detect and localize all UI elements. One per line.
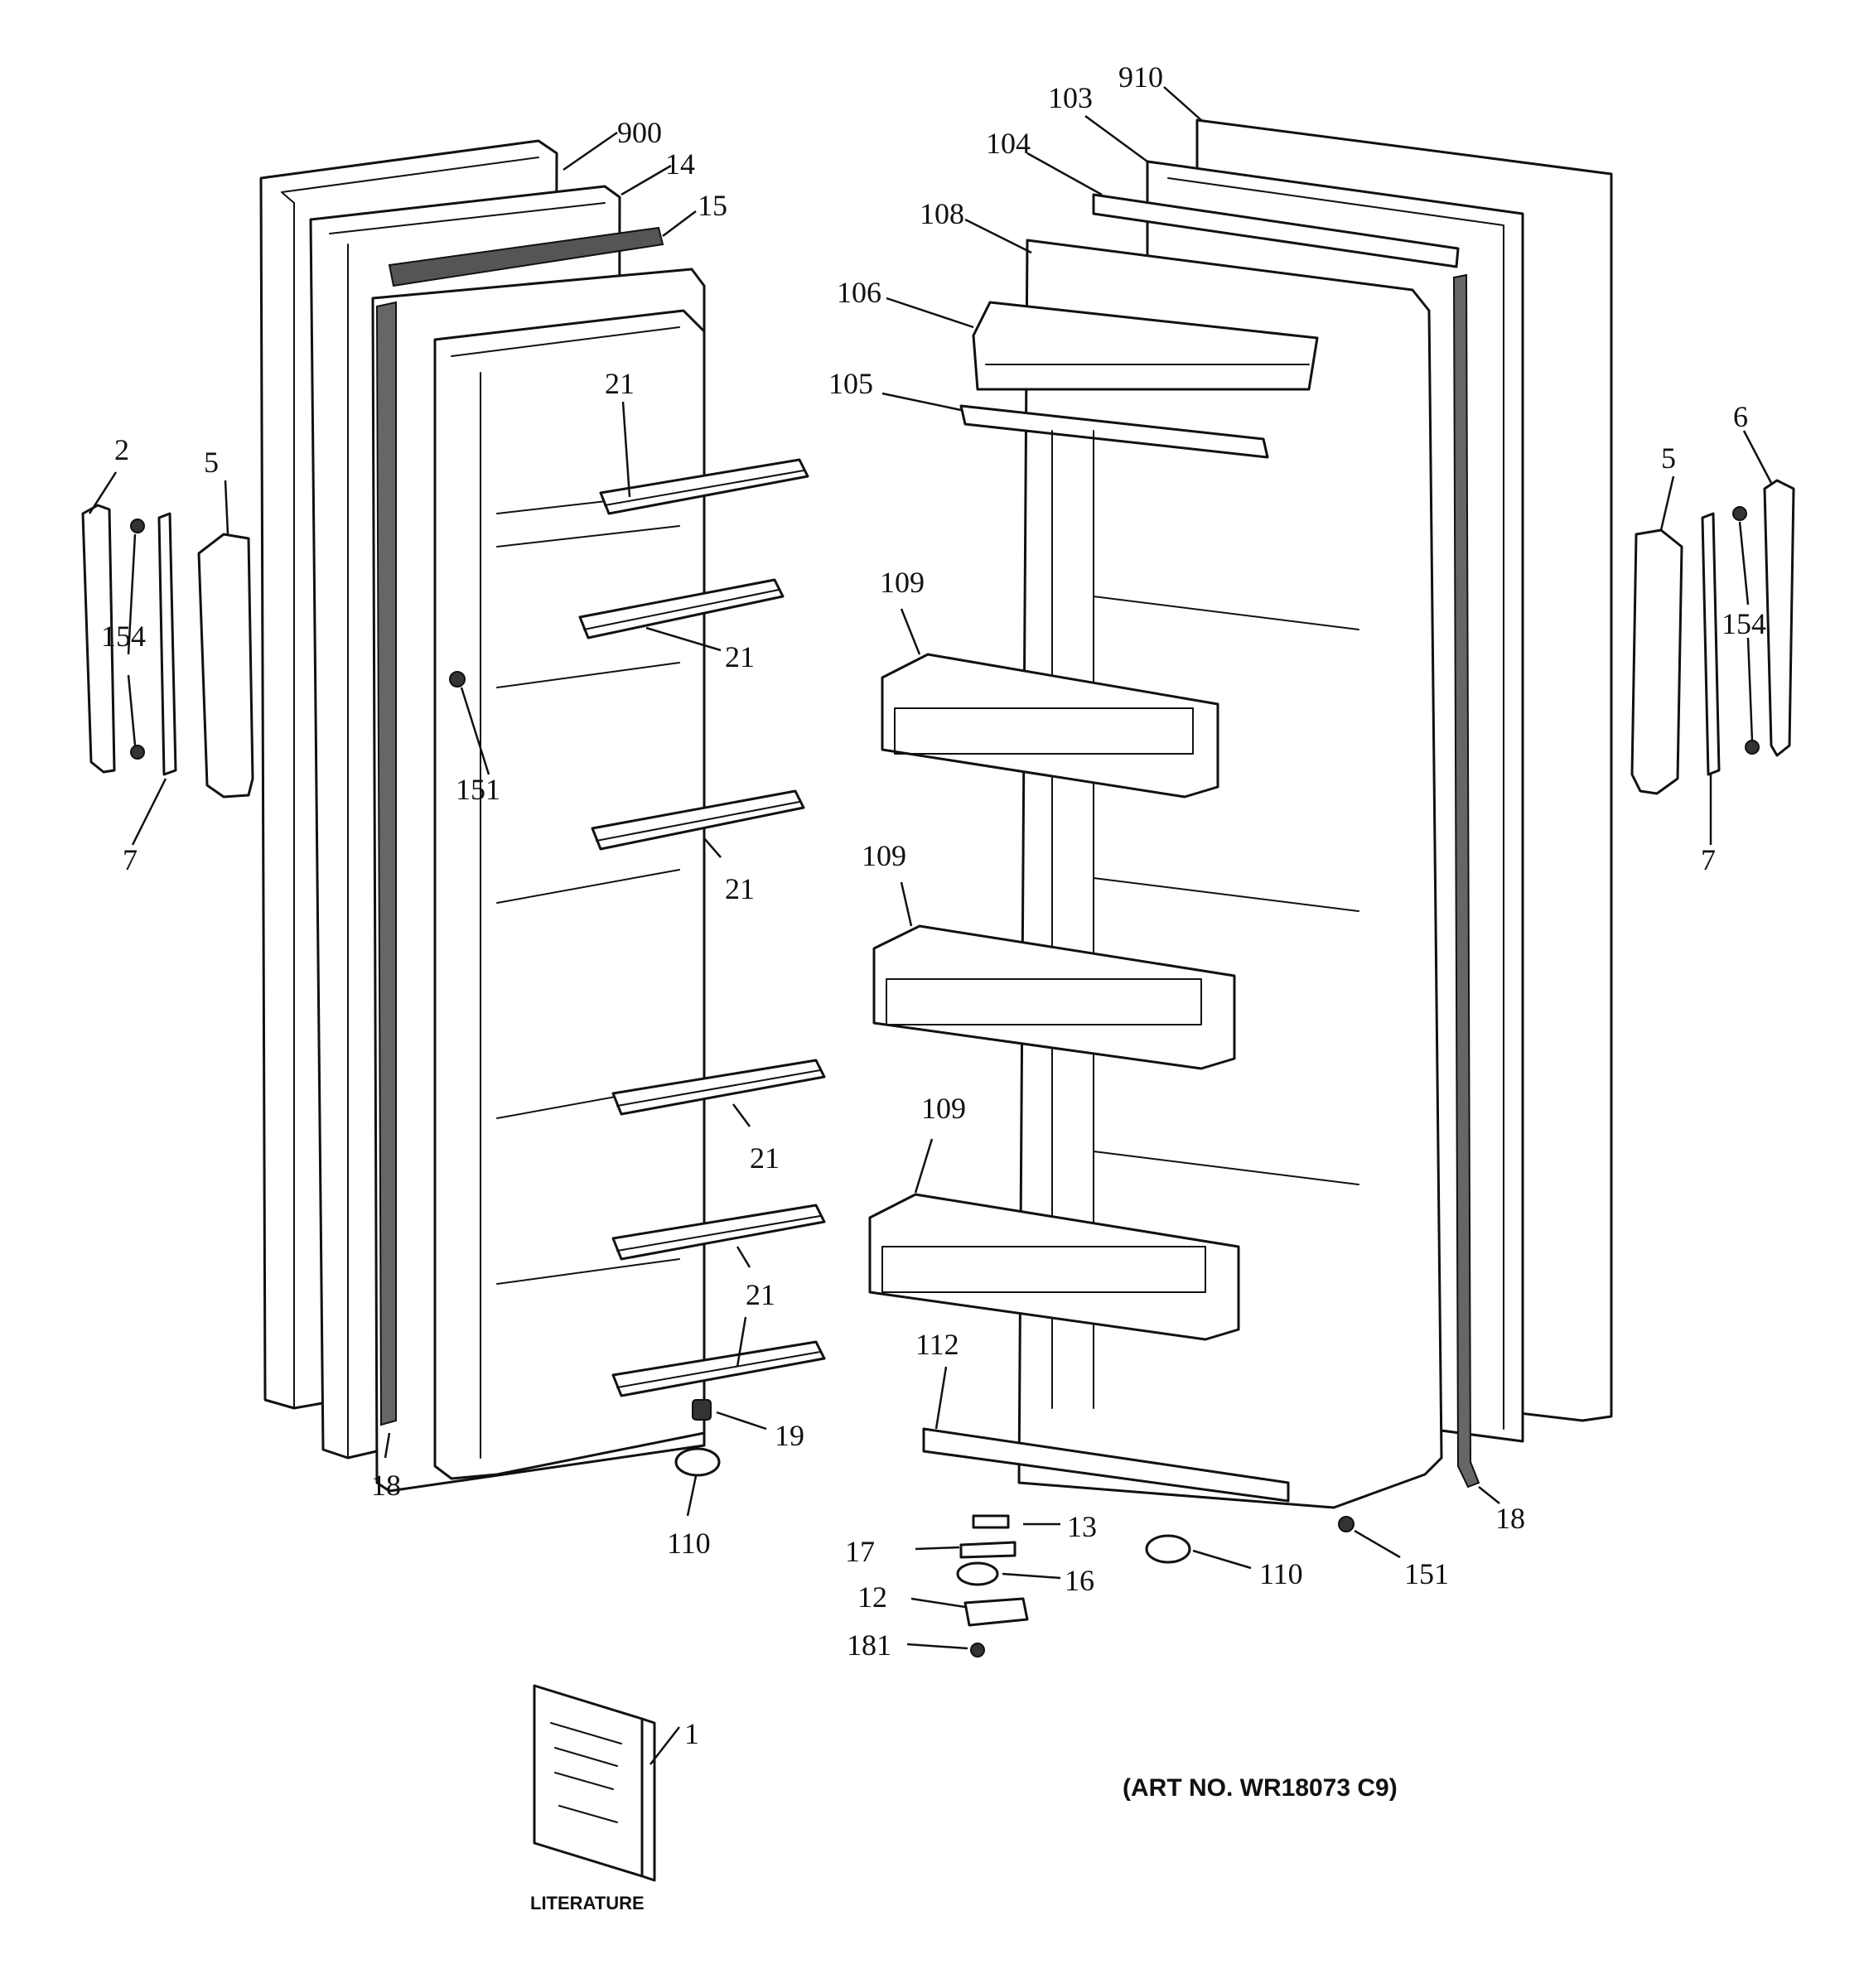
door-trim-strip-18 bbox=[375, 301, 397, 1426]
door-bin-109-c bbox=[868, 1193, 1240, 1341]
dairy-door-105 bbox=[959, 404, 1269, 459]
callout-21-e: 21 bbox=[746, 1278, 775, 1311]
callout-5-right: 5 bbox=[1661, 442, 1676, 475]
callout-154-right: 154 bbox=[1722, 607, 1766, 640]
literature-caption: LITERATURE bbox=[530, 1893, 645, 1913]
callout-103: 103 bbox=[1048, 81, 1093, 114]
door-bin-109-a bbox=[881, 653, 1219, 799]
breaker-strip-104 bbox=[1092, 193, 1460, 268]
callout-106: 106 bbox=[837, 276, 881, 309]
callout-13: 13 bbox=[1067, 1510, 1097, 1543]
left-handle-assembly bbox=[81, 504, 254, 799]
door-liner-108 bbox=[1017, 239, 1443, 1509]
door-shelf-21-e bbox=[611, 1204, 826, 1261]
callout-18-right: 18 bbox=[1495, 1502, 1525, 1535]
hinge-17 bbox=[959, 1541, 1017, 1559]
callout-151-left: 151 bbox=[456, 773, 500, 806]
callout-109-c: 109 bbox=[921, 1092, 966, 1125]
door-shelf-21-a bbox=[599, 458, 809, 515]
dairy-compartment-106 bbox=[972, 301, 1319, 391]
callout-18-left: 18 bbox=[371, 1469, 401, 1502]
door-cam-110-right bbox=[1145, 1534, 1191, 1564]
handle-2 bbox=[81, 504, 116, 774]
callout-21-a: 21 bbox=[605, 367, 635, 400]
callout-16: 16 bbox=[1065, 1564, 1094, 1597]
handle-trim-7-left bbox=[157, 512, 177, 776]
callout-900: 900 bbox=[617, 116, 662, 149]
hinge-shim-13 bbox=[972, 1514, 1010, 1529]
callout-112: 112 bbox=[915, 1328, 959, 1361]
handle-5-left bbox=[197, 533, 254, 799]
hinge-pin-19 bbox=[692, 1399, 712, 1421]
door-shelf-21-b bbox=[578, 578, 785, 639]
callout-104: 104 bbox=[986, 127, 1031, 160]
callout-7-left: 7 bbox=[123, 843, 138, 876]
callout-21-c: 21 bbox=[725, 872, 755, 905]
leader-lines bbox=[88, 86, 1773, 1765]
door-shelf-21-c bbox=[591, 789, 805, 851]
door-shelf-21-d bbox=[611, 1059, 826, 1116]
callout-12: 12 bbox=[857, 1580, 887, 1614]
screw-154-bottom-left bbox=[130, 745, 145, 760]
handle-5-right bbox=[1630, 528, 1683, 795]
hinge-screw-181 bbox=[970, 1643, 985, 1657]
screw-151-right bbox=[1338, 1516, 1355, 1532]
handle-6 bbox=[1763, 479, 1795, 757]
callout-110-left: 110 bbox=[667, 1527, 711, 1560]
right-handle-assembly bbox=[1630, 479, 1795, 795]
callout-154-left: 154 bbox=[101, 620, 146, 653]
hinge-bushing-16 bbox=[956, 1561, 999, 1586]
callout-7-right: 7 bbox=[1701, 843, 1716, 876]
door-cam-110-left bbox=[674, 1447, 721, 1477]
callout-1: 1 bbox=[684, 1717, 699, 1750]
bottom-shelf-112 bbox=[922, 1427, 1290, 1503]
callout-19: 19 bbox=[775, 1419, 804, 1452]
callout-110-right: 110 bbox=[1259, 1557, 1303, 1590]
handle-trim-7-right bbox=[1701, 512, 1721, 776]
callout-21-b: 21 bbox=[725, 640, 755, 673]
literature-booklet bbox=[533, 1684, 656, 1882]
hinge-bracket-12 bbox=[963, 1597, 1029, 1627]
callout-17: 17 bbox=[845, 1535, 875, 1568]
callout-108: 108 bbox=[920, 197, 964, 230]
callout-5-left: 5 bbox=[204, 446, 219, 479]
breaker-strip-15 bbox=[388, 226, 664, 287]
callout-21-d: 21 bbox=[750, 1141, 780, 1175]
callout-2: 2 bbox=[114, 433, 129, 466]
door-shelf-21-f bbox=[611, 1340, 826, 1397]
callout-109-a: 109 bbox=[880, 566, 925, 599]
fresh-food-door-assembly bbox=[868, 118, 1613, 1657]
screw-154-top-left bbox=[130, 519, 145, 533]
callout-6: 6 bbox=[1733, 400, 1748, 433]
callout-151-right: 151 bbox=[1404, 1557, 1449, 1590]
door-liner bbox=[433, 309, 706, 1480]
callout-105: 105 bbox=[828, 367, 873, 400]
callout-14: 14 bbox=[665, 147, 695, 181]
callout-910: 910 bbox=[1118, 60, 1163, 94]
freezer-door-assembly bbox=[259, 139, 826, 1493]
door-trim-strip-18-right bbox=[1452, 273, 1480, 1489]
screw-154-top-right bbox=[1732, 506, 1747, 521]
callout-181: 181 bbox=[847, 1629, 891, 1662]
screw-154-bottom-right bbox=[1745, 740, 1760, 755]
callout-15: 15 bbox=[698, 189, 727, 222]
door-bin-109-b bbox=[872, 924, 1236, 1070]
art-number-note: (ART NO. WR18073 C9) bbox=[1123, 1774, 1398, 1802]
callout-labels: 900 14 15 21 21 21 21 21 2 5 154 7 151 1… bbox=[101, 60, 1766, 1750]
screw-151-left bbox=[449, 671, 466, 688]
callout-109-b: 109 bbox=[862, 839, 906, 872]
